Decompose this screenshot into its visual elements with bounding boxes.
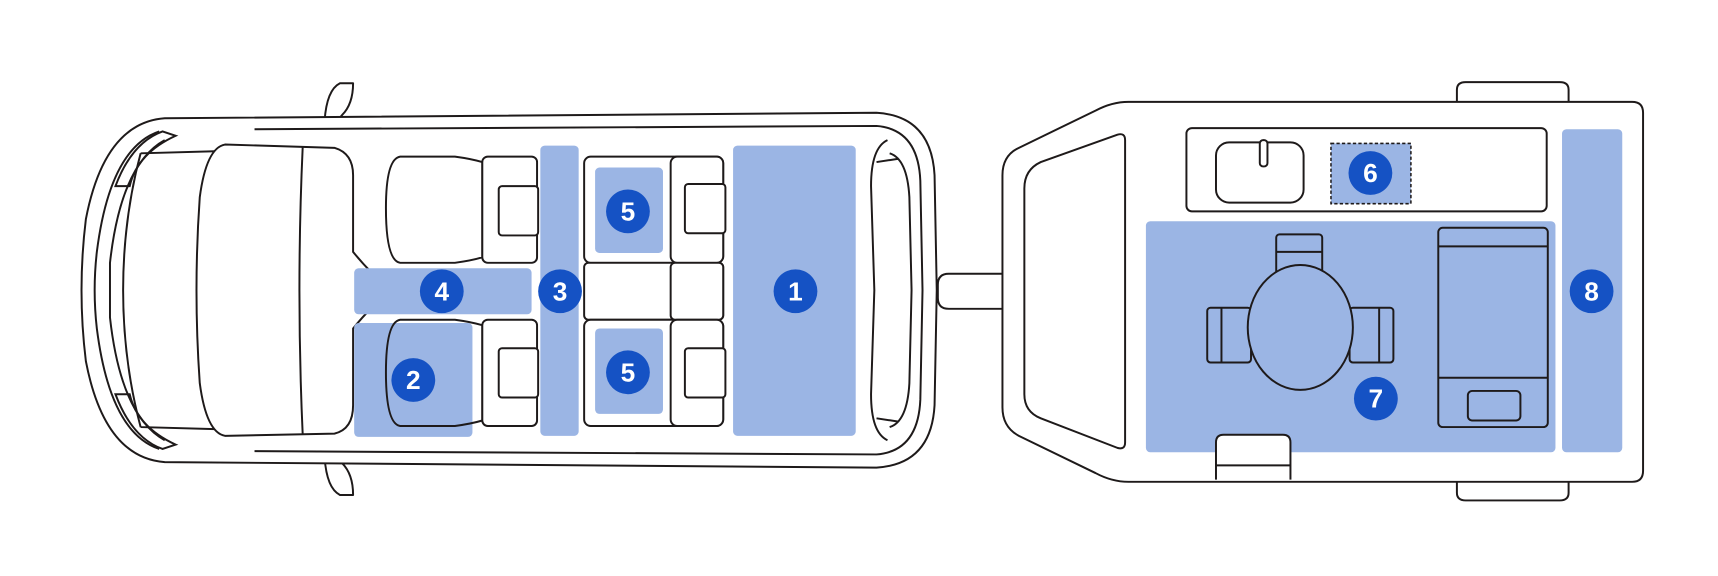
mirror-top xyxy=(323,82,355,124)
windshield xyxy=(195,143,374,437)
badge-6[interactable]: 6 xyxy=(1348,151,1393,195)
badge-5-bottom-label: 5 xyxy=(621,357,636,387)
van-body-inner xyxy=(254,124,924,456)
bed xyxy=(1437,226,1549,429)
trailer xyxy=(1001,81,1645,502)
badge-1[interactable]: 1 xyxy=(773,269,818,314)
passenger-seat xyxy=(384,318,540,427)
trailer-bump-bottom xyxy=(1455,481,1570,502)
badge-8[interactable]: 8 xyxy=(1569,269,1614,314)
badge-5-top[interactable]: 5 xyxy=(606,189,650,234)
driver-seat xyxy=(384,155,540,264)
trailer-front-window xyxy=(1023,133,1127,450)
front-bumper xyxy=(93,130,160,450)
entry-step xyxy=(1215,433,1292,480)
hood xyxy=(122,150,220,431)
badge-8-label: 8 xyxy=(1584,276,1599,306)
badge-5-bottom[interactable]: 5 xyxy=(606,350,650,395)
badge-2-label: 2 xyxy=(406,365,421,395)
badge-5-top-label: 5 xyxy=(621,196,636,226)
hitch xyxy=(936,272,1003,310)
badge-1-label: 1 xyxy=(788,276,803,306)
mirror-bottom xyxy=(323,454,355,496)
badge-7[interactable]: 7 xyxy=(1353,376,1398,421)
front-fender-top xyxy=(114,130,179,188)
van xyxy=(80,82,1003,496)
rear-door xyxy=(870,139,913,442)
faucet xyxy=(1258,139,1269,168)
badge-4[interactable]: 4 xyxy=(419,269,464,314)
badge-3[interactable]: 3 xyxy=(538,269,582,314)
badge-2[interactable]: 2 xyxy=(391,358,436,402)
windshield-divider xyxy=(298,146,304,435)
dining-table xyxy=(1206,233,1395,391)
badge-7-label: 7 xyxy=(1369,384,1384,414)
badge-3-label: 3 xyxy=(553,276,568,306)
badge-4-label: 4 xyxy=(434,276,449,306)
trailer-bump-top xyxy=(1455,81,1570,102)
front-fender-bottom xyxy=(114,393,179,451)
badge-6-label: 6 xyxy=(1363,158,1378,188)
